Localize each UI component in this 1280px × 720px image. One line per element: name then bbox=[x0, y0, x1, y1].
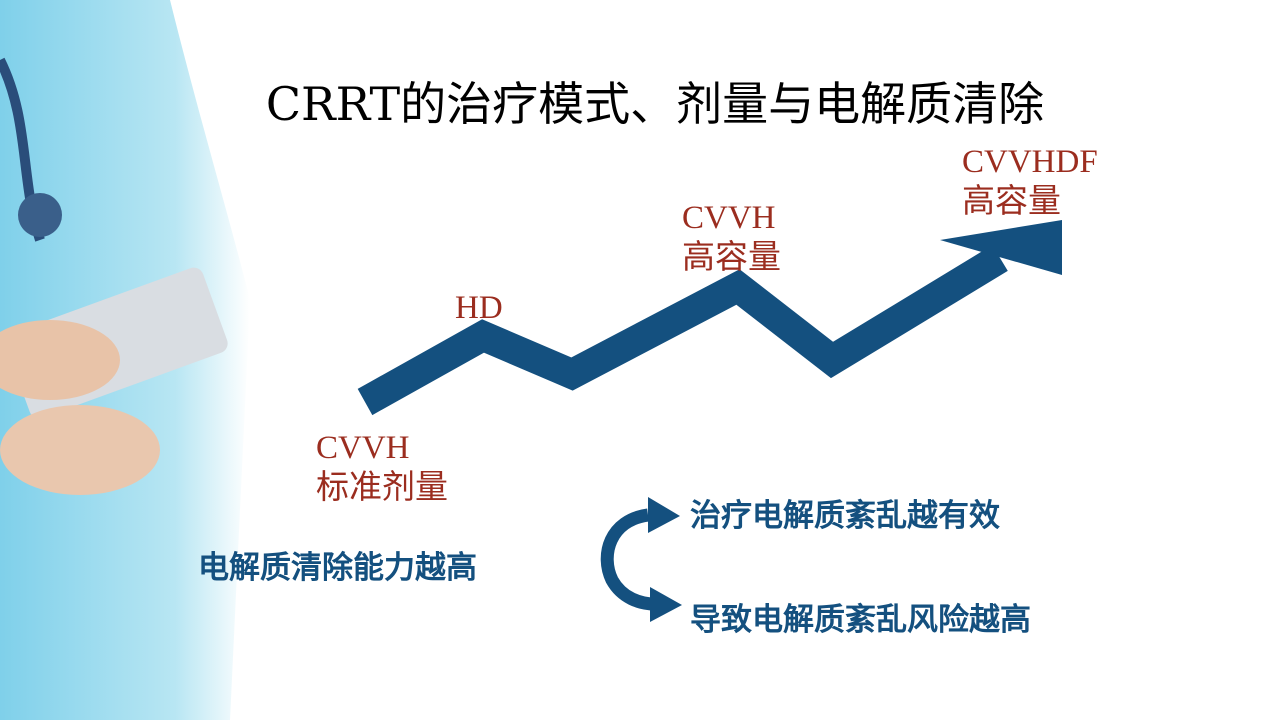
center-statement: 电解质清除能力越高 bbox=[198, 550, 477, 586]
step-mode: CVVH bbox=[316, 430, 410, 466]
step-hd: HD bbox=[455, 288, 503, 328]
doctor-photo-background bbox=[0, 0, 250, 720]
step-mode: CVVH bbox=[682, 200, 776, 236]
step-cvvhdf-high: CVVHDF 高容量 bbox=[962, 142, 1098, 222]
outcome-risk: 导致电解质紊乱风险越高 bbox=[690, 602, 1031, 638]
curved-split-arrow bbox=[600, 508, 656, 611]
step-mode: HD bbox=[455, 290, 503, 326]
arrowhead-bottom-icon bbox=[650, 587, 682, 622]
step-mode: CVVHDF bbox=[962, 144, 1098, 180]
slide-title: CRRT的治疗模式、剂量与电解质清除 bbox=[265, 77, 1045, 131]
step-dose: 高容量 bbox=[962, 184, 1061, 220]
step-dose: 标准剂量 bbox=[316, 470, 448, 506]
step-cvvh-high: CVVH 高容量 bbox=[682, 198, 781, 278]
outcome-effective: 治疗电解质紊乱越有效 bbox=[690, 498, 1000, 534]
zigzag-arrow-shaft bbox=[357, 245, 1008, 416]
step-dose: 高容量 bbox=[682, 240, 781, 276]
step-cvvh-standard: CVVH 标准剂量 bbox=[316, 428, 448, 508]
arrowhead-top-icon bbox=[648, 497, 680, 533]
arrowhead-icon bbox=[940, 220, 1062, 275]
